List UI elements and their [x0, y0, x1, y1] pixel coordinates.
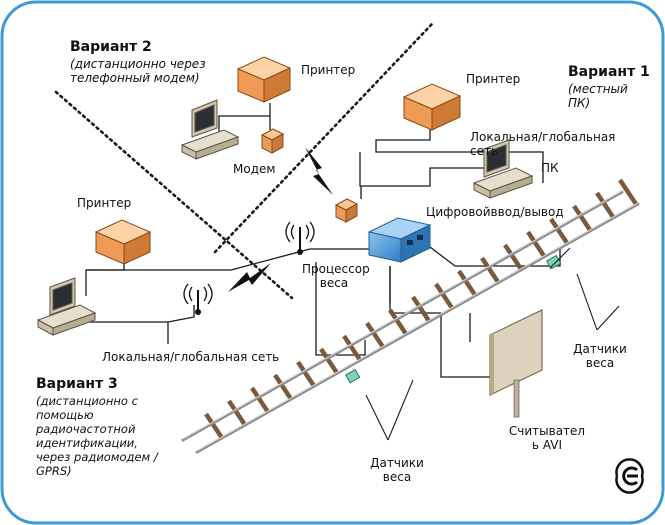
- variant-2-subtitle: (дистанционно через телефонный модем): [70, 57, 206, 85]
- avi-reader-label: Считывател ь AVI: [508, 424, 586, 452]
- sensor-pointers: [365, 247, 620, 441]
- variant-1-subtitle: (местный ПК): [568, 82, 628, 110]
- modem-label: Модем: [233, 162, 276, 176]
- variant-2-title: Вариант 2: [70, 39, 152, 55]
- weight-sensor-icon: [344, 254, 562, 384]
- variant-3-subtitle: (дистанционно с помощью радиочастотной и…: [36, 394, 158, 478]
- printer-label-v3: Принтер: [77, 196, 132, 210]
- antenna-icon: [183, 221, 315, 315]
- variant-3-title: Вариант 3: [36, 376, 118, 392]
- weight-processor-icon: [367, 217, 432, 263]
- modem-icon: [260, 128, 359, 223]
- sensors-label-right: Датчики веса: [573, 342, 627, 370]
- network-label-v3: Локальная/глобальная сеть: [102, 350, 280, 364]
- certification-mark-icon: [615, 458, 644, 494]
- pc-label: ПК: [541, 161, 559, 175]
- printer-label-v1: Принтер: [466, 72, 521, 86]
- network-label-v1: Локальная/глобальная сеть: [470, 130, 616, 158]
- sensors-label-bottom: Датчики веса: [370, 456, 424, 484]
- printer-label-v2: Принтер: [301, 63, 356, 77]
- computer-icon: [36, 99, 534, 336]
- variant-1-title: Вариант 1: [568, 64, 650, 80]
- railway-track-icon: [181, 178, 640, 454]
- printer-icon: [94, 56, 462, 265]
- lightning-icon: [228, 147, 333, 292]
- avi-sign-icon: [489, 309, 543, 418]
- digital-io-label: Цифровойввод/вывод: [426, 205, 564, 219]
- processor-label: Процессор веса: [302, 262, 370, 290]
